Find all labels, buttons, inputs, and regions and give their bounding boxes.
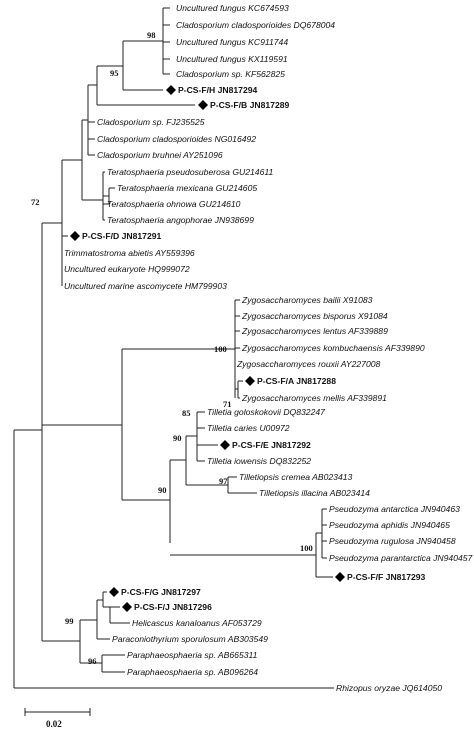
diamond-marker-icon	[198, 100, 208, 110]
isolate-label: P-CS-F/J JN817296	[134, 602, 212, 612]
taxon-label: Pseudozyma rugulosa JN940458	[329, 536, 456, 546]
isolate-label: P-CS-F/H JN817294	[178, 85, 258, 95]
taxon-label: Uncultured eukaryote HQ999072	[64, 264, 190, 274]
taxon-label: Zygosaccharomyces rouxii AY227008	[236, 359, 381, 369]
taxon-label: Tilletiopsis illacina AB023414	[259, 488, 370, 498]
taxon-label: Teratosphaeria pseudosuberosa GU214611	[107, 167, 273, 177]
diamond-marker-icon	[166, 85, 176, 95]
taxon-label: Uncultured marine ascomycete HM799903	[64, 281, 227, 291]
taxon-label: Cladosporium sp. FJ235525	[97, 117, 205, 127]
bootstrap-value: 95	[110, 68, 119, 78]
bootstrap-value: 96	[88, 656, 97, 666]
diamond-marker-icon	[122, 602, 132, 612]
taxon-label: Tilletia caries U00972	[207, 423, 290, 433]
taxon-label: Paraconiothyrium sporulosum AB303549	[112, 634, 268, 644]
taxon-label: Cladosporium cladosporioides DQ678004	[176, 20, 335, 30]
isolate-label: P-CS-F/F JN817293	[347, 572, 426, 582]
taxon-label: Uncultured fungus KC674593	[176, 3, 289, 13]
taxon-label: Teratosphaeria angophorae JN938699	[107, 215, 254, 225]
scale-bar: 0.02	[24, 708, 91, 729]
taxon-label: Zygosaccharomyces mellis AF339891	[241, 393, 387, 403]
diamond-marker-icon	[220, 440, 230, 450]
bootstrap-value: 100	[214, 344, 227, 354]
taxon-label: Tilletia iowensis DQ832252	[207, 456, 311, 466]
taxon-label: Paraphaeosphaeria sp. AB665311	[127, 650, 258, 660]
bootstrap-value: 72	[31, 197, 40, 207]
taxon-label: Uncultured fungus KC911744	[176, 37, 288, 47]
bootstrap-value: 99	[65, 616, 74, 626]
taxon-label: Zygosaccharomyces lentus AF339889	[241, 326, 388, 336]
scale-bar-label: 0.02	[46, 719, 62, 729]
taxon-label: Trimmatostroma abietis AY559396	[64, 248, 195, 258]
taxon-label: Paraphaeosphaeria sp. AB096264	[127, 667, 258, 677]
isolate-markers	[70, 85, 345, 612]
diamond-marker-icon	[335, 572, 345, 582]
bootstrap-value: 98	[147, 30, 156, 40]
bootstrap-value: 90	[173, 433, 182, 443]
diamond-marker-icon	[70, 231, 80, 241]
bootstrap-value: 90	[158, 485, 167, 495]
bootstrap-value: 85	[182, 408, 191, 418]
taxon-label: Pseudozyma parantarctica JN940457	[329, 553, 474, 563]
taxon-label: Zygosaccharomyces kombuchaensis AF339890	[241, 343, 425, 353]
taxon-label: Teratosphaeria ohnowa GU214610	[107, 199, 241, 209]
isolate-label: P-CS-F/B JN817289	[210, 100, 290, 110]
taxon-label: Cladosporium cladosporioides NG016492	[97, 134, 256, 144]
taxon-label: Teratosphaeria mexicana GU214605	[117, 183, 257, 193]
bootstrap-values: 98 95 72 100 71 85 90 97 90 100 99 96	[31, 30, 313, 666]
taxon-label: Helicascus kanaloanus AF053729	[132, 618, 262, 628]
isolate-label: P-CS-F/A JN817288	[257, 376, 336, 386]
taxon-label: Rhizopus oryzae JQ614050	[336, 683, 442, 693]
isolate-label: P-CS-F/D JN817291	[82, 231, 162, 241]
bootstrap-value: 97	[219, 476, 228, 486]
diamond-marker-icon	[245, 376, 255, 386]
bootstrap-value: 100	[300, 543, 313, 553]
taxon-label: Cladosporium bruhnei AY251096	[97, 150, 223, 160]
bootstrap-value: 71	[223, 399, 232, 409]
taxon-label: Uncultured fungus KX119591	[176, 54, 288, 64]
isolate-label: P-CS-F/E JN817292	[232, 440, 311, 450]
taxon-label: Zygosaccharomyces bisporus X91084	[241, 311, 388, 321]
tree-branches	[13, 7, 334, 689]
taxon-label: Pseudozyma aphidis JN940465	[329, 520, 450, 530]
taxon-label: Cladosporium sp. KF562825	[176, 69, 285, 79]
diamond-marker-icon	[109, 587, 119, 597]
taxon-label: Pseudozyma antarctica JN940463	[329, 504, 460, 514]
taxon-label: Tilletiopsis cremea AB023413	[239, 472, 353, 482]
isolate-label: P-CS-F/G JN817297	[121, 587, 201, 597]
taxon-label: Zygosaccharomyces bailii X91083	[241, 295, 373, 305]
taxon-label: Tilletia goloskokovii DQ832247	[207, 407, 326, 417]
